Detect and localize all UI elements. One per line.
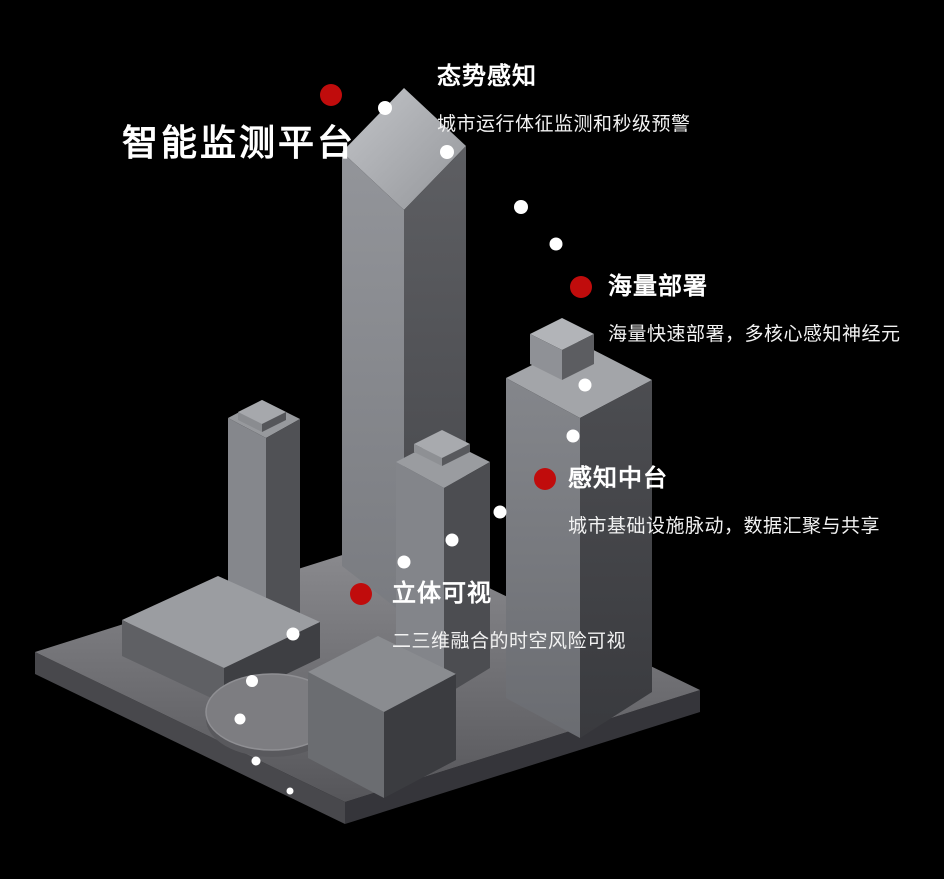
trail-dot xyxy=(397,555,411,569)
trail-dot xyxy=(566,429,580,443)
trail-dot xyxy=(246,675,258,687)
feature-title: 感知中台 xyxy=(568,465,668,492)
trail-dots xyxy=(234,101,592,795)
marker-dot-perception-platform xyxy=(534,468,556,490)
feature-title: 海量部署 xyxy=(608,273,708,300)
feature-subtitle: 城市运行体征监测和秒级预警 xyxy=(437,114,691,135)
feature-subtitle: 二三维融合的时空风险可视 xyxy=(392,631,627,652)
feature-title: 立体可视 xyxy=(392,580,492,607)
feature-subtitle: 城市基础设施脉动，数据汇聚与共享 xyxy=(568,516,881,537)
building-right-tower xyxy=(506,318,652,738)
trail-dot xyxy=(286,627,300,641)
feature-mass-deployment: 海量部署 海量快速部署，多核心感知神经元 xyxy=(608,266,901,346)
trail-dot xyxy=(440,145,454,159)
marker-dot-mass-deployment xyxy=(570,276,592,298)
building-middle-tower xyxy=(396,430,490,696)
trail-dot xyxy=(445,533,459,547)
feature-stereo-visualization: 立体可视 二三维融合的时空风险可视 xyxy=(392,573,626,653)
building-front-box xyxy=(308,636,456,798)
trail-dot xyxy=(286,787,294,795)
trail-dot xyxy=(578,378,592,392)
feature-perception-middle-platform: 感知中台 城市基础设施脉动，数据汇聚与共享 xyxy=(568,458,880,538)
page-title: 智能监测平台 xyxy=(122,122,357,163)
marker-dot-stereo-visualization xyxy=(350,583,372,605)
circular-pad xyxy=(205,673,339,757)
trail-dot xyxy=(493,505,507,519)
marker-dot-platform xyxy=(320,84,342,106)
trail-dot xyxy=(514,200,528,214)
building-left-thin-tower xyxy=(228,400,300,640)
trail-dot xyxy=(251,756,261,766)
feature-title: 态势感知 xyxy=(437,63,537,90)
trail-dot xyxy=(378,101,392,115)
trail-dot xyxy=(549,237,563,251)
trail-dot xyxy=(234,713,246,725)
feature-subtitle: 海量快速部署，多核心感知神经元 xyxy=(608,324,901,345)
feature-situational-awareness: 态势感知 城市运行体征监测和秒级预警 xyxy=(437,56,691,136)
